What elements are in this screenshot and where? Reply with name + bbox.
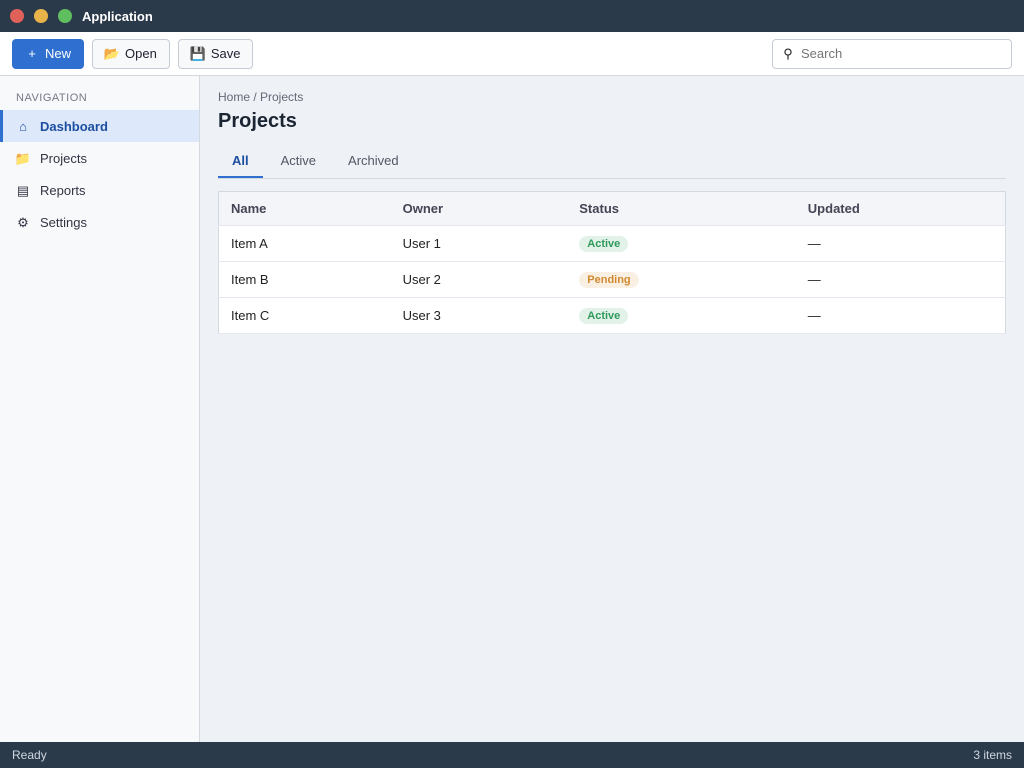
table-header-row: Name Owner Status Updated — [218, 191, 1006, 226]
column-header[interactable]: Name — [218, 191, 391, 226]
updated-cell: — — [795, 261, 1006, 298]
window-title: Application — [82, 8, 153, 24]
status-badge: Pending — [579, 272, 639, 288]
column-header[interactable]: Updated — [795, 191, 1006, 226]
sidebar-item-dashboard[interactable]: ⌂ Dashboard — [0, 110, 199, 142]
sidebar-item-label: Dashboard — [40, 118, 108, 134]
tab-active[interactable]: Active — [280, 153, 317, 168]
name-cell: Item B — [218, 261, 391, 298]
status-cell: Active — [567, 297, 796, 334]
sidebar-item-projects[interactable]: 📁 Projects — [0, 142, 199, 174]
sidebar-item-label: Projects — [40, 150, 87, 166]
search-box: ⚲ — [772, 38, 1012, 69]
home-icon: ⌂ — [19, 118, 27, 134]
column-header[interactable]: Owner — [390, 191, 568, 226]
sidebar-header: Navigation — [16, 92, 88, 104]
column-header[interactable]: Status — [567, 191, 796, 226]
updated-cell: — — [795, 297, 1006, 334]
name-cell: Item C — [218, 297, 391, 334]
status-bar: Ready 3 items — [0, 742, 1024, 768]
new-button-label: New — [45, 46, 72, 61]
status-text: Ready — [12, 748, 47, 762]
plus-icon: + — [28, 46, 36, 61]
owner-cell: User 1 — [390, 225, 568, 262]
page-title: Projects — [218, 110, 297, 132]
status-cell: Active — [567, 225, 796, 262]
maximize-window-button[interactable] — [58, 9, 72, 23]
item-count: 3 items — [973, 748, 1012, 762]
chart-icon: ▤ — [16, 182, 30, 198]
tab-archived[interactable]: Archived — [348, 153, 399, 168]
updated-cell: — — [795, 225, 1006, 262]
status-badge: Active — [579, 236, 629, 252]
new-button[interactable]: + New — [12, 38, 85, 69]
toolbar: + New 📂 Open 💾 Save ⚲ — [0, 32, 1024, 76]
breadcrumb: Home / Projects — [218, 90, 304, 104]
status-badge: Active — [579, 308, 629, 324]
title-bar: Application — [0, 0, 1024, 32]
main-panel: Home / Projects Projects All Active Arch… — [200, 76, 1024, 742]
minimize-window-button[interactable] — [34, 9, 48, 23]
sidebar-item-label: Settings — [40, 214, 87, 230]
folder-open-icon: 📂 — [103, 46, 121, 61]
status-cell: Pending — [567, 261, 796, 298]
close-window-button[interactable] — [10, 9, 24, 23]
save-icon: 💾 — [189, 46, 206, 61]
content-area: Navigation ⌂ Dashboard 📁 Projects ▤ Repo… — [0, 76, 1024, 742]
sidebar-item-label: Reports — [40, 182, 86, 198]
owner-cell: User 3 — [390, 297, 568, 334]
save-button[interactable]: 💾 Save — [177, 38, 254, 69]
search-icon: ⚲ — [783, 46, 793, 61]
name-cell: Item A — [218, 225, 391, 262]
save-button-label: Save — [210, 46, 241, 61]
folder-icon: 📁 — [14, 150, 32, 166]
sidebar-item-settings[interactable]: ⚙ Settings — [0, 206, 199, 238]
open-button[interactable]: 📂 Open — [92, 38, 170, 69]
gear-icon: ⚙ — [17, 214, 29, 230]
tab-bar: All Active Archived — [218, 145, 1006, 179]
sidebar: Navigation ⌂ Dashboard 📁 Projects ▤ Repo… — [0, 76, 200, 742]
open-button-label: Open — [125, 46, 157, 61]
owner-cell: User 2 — [390, 261, 568, 298]
search-input[interactable] — [801, 46, 1003, 61]
sidebar-item-reports[interactable]: ▤ Reports — [0, 174, 199, 206]
tab-all[interactable]: All — [218, 145, 263, 178]
